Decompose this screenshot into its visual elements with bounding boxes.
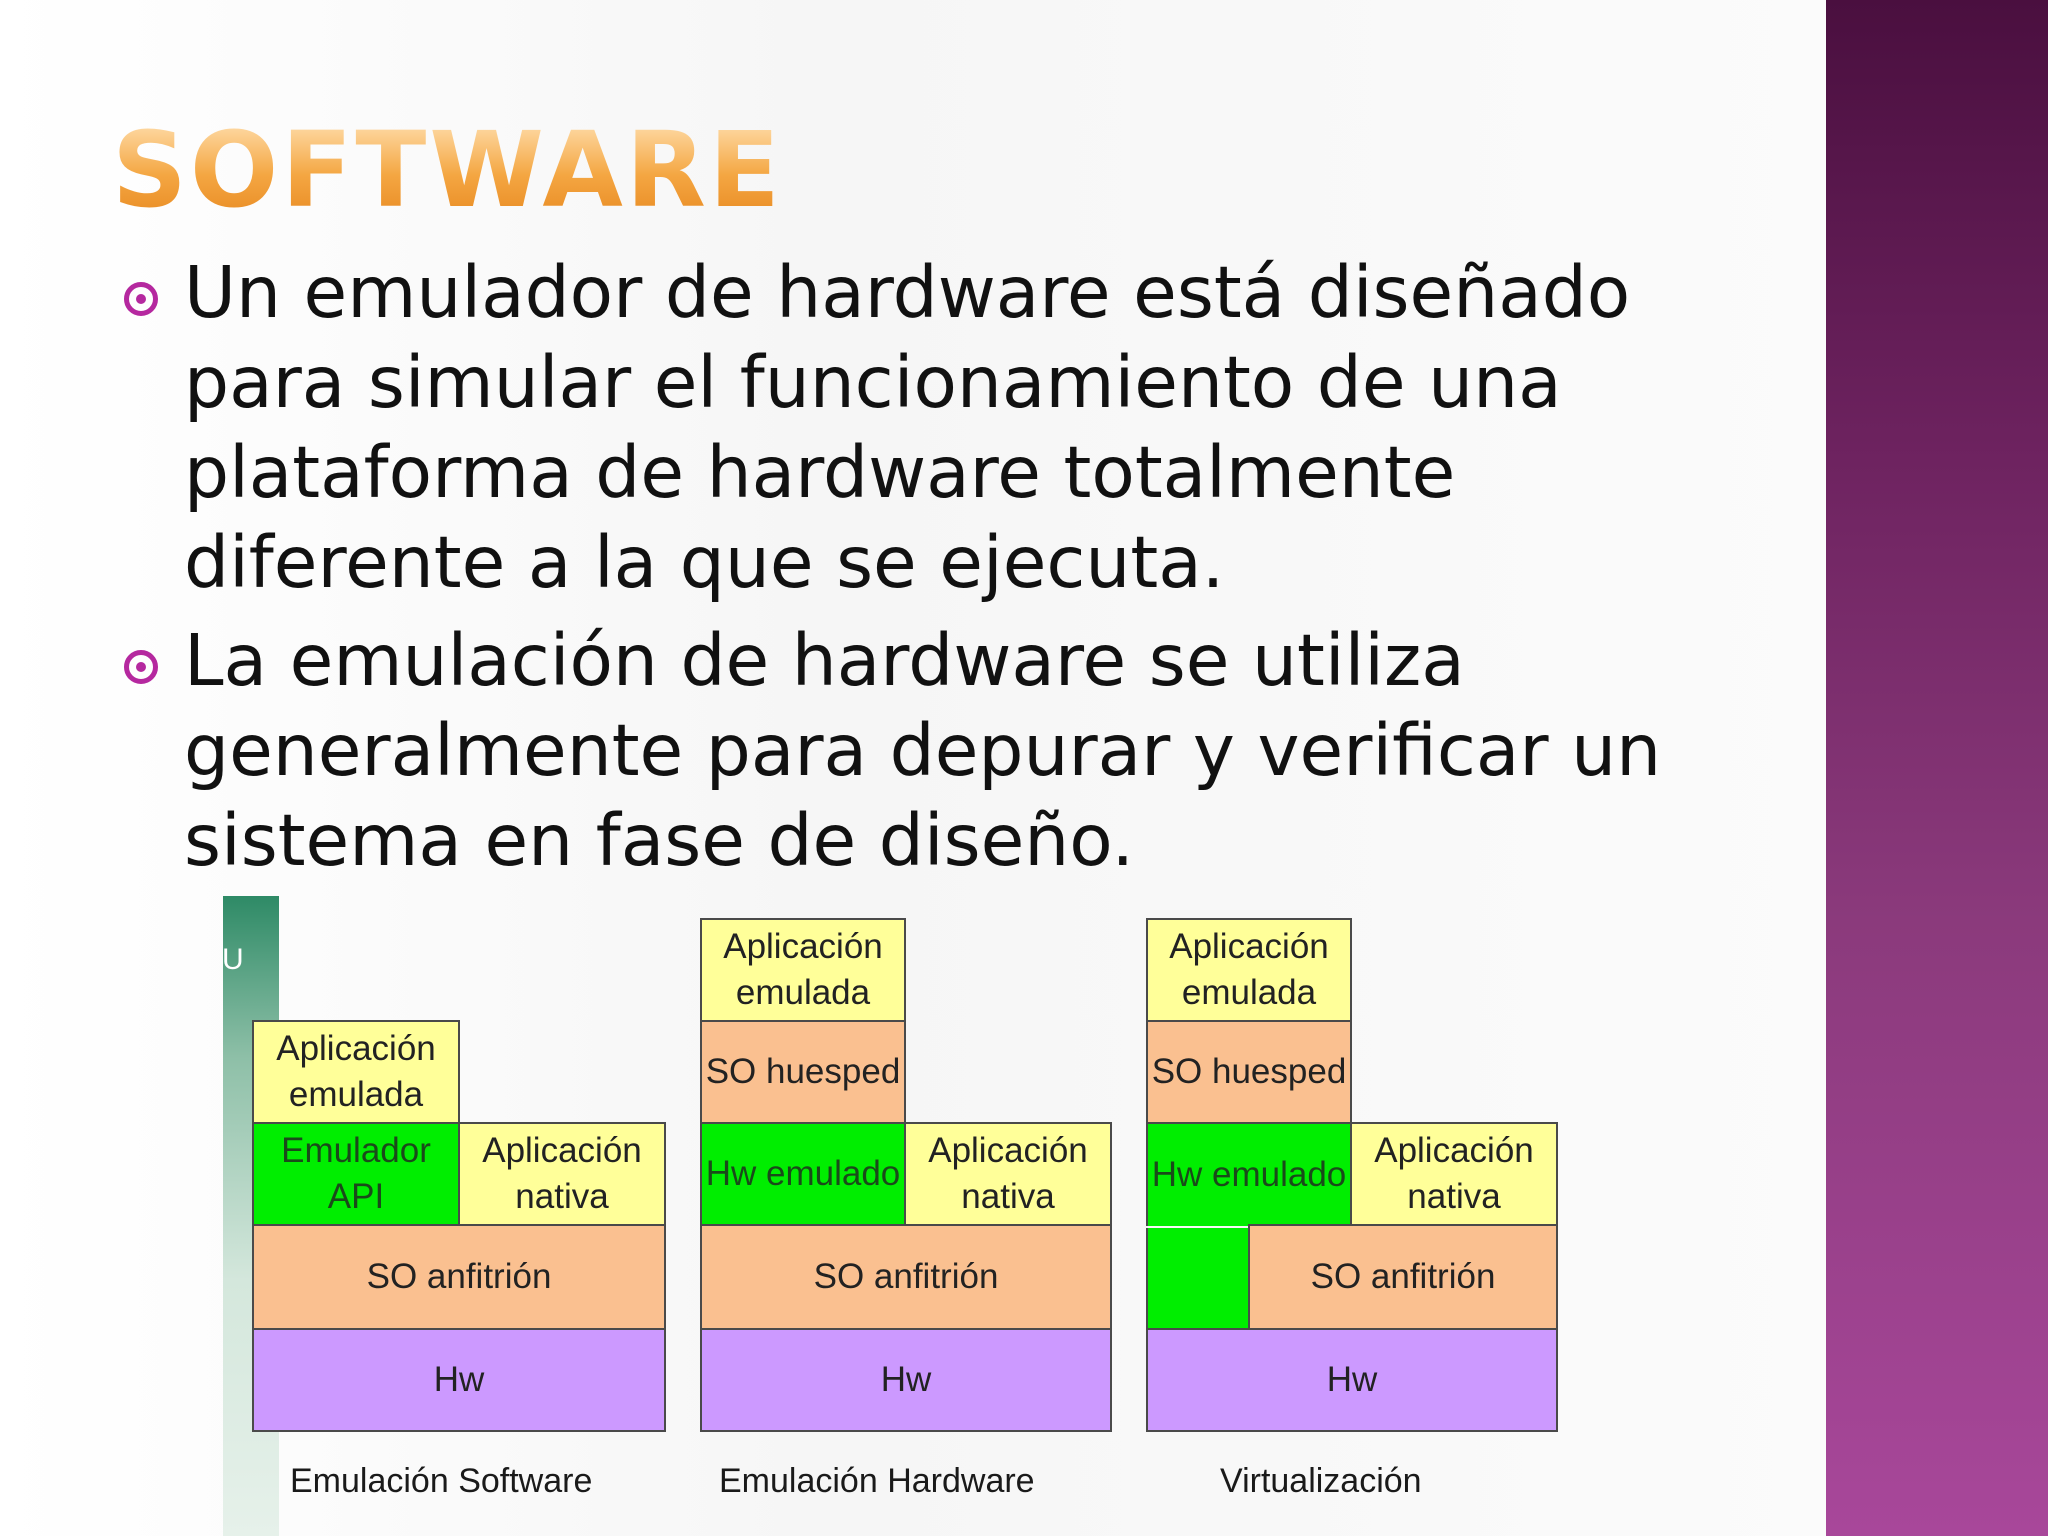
bullet-item: Un emulador de hardware está diseñado pa… bbox=[120, 248, 1720, 608]
bullet-text: Un emulador de hardware está diseñado pa… bbox=[184, 251, 1631, 604]
bullet-list: Un emulador de hardware está diseñado pa… bbox=[120, 248, 1720, 894]
circled-dot-icon bbox=[124, 650, 158, 684]
bullet-text: La emulación de hardware se utiliza gene… bbox=[184, 619, 1662, 882]
slide-title: SOFTWARE bbox=[112, 109, 783, 231]
bullet-item: La emulación de hardware se utiliza gene… bbox=[120, 616, 1720, 886]
decorative-side-band bbox=[1826, 0, 2048, 1536]
circled-dot-icon bbox=[124, 282, 158, 316]
